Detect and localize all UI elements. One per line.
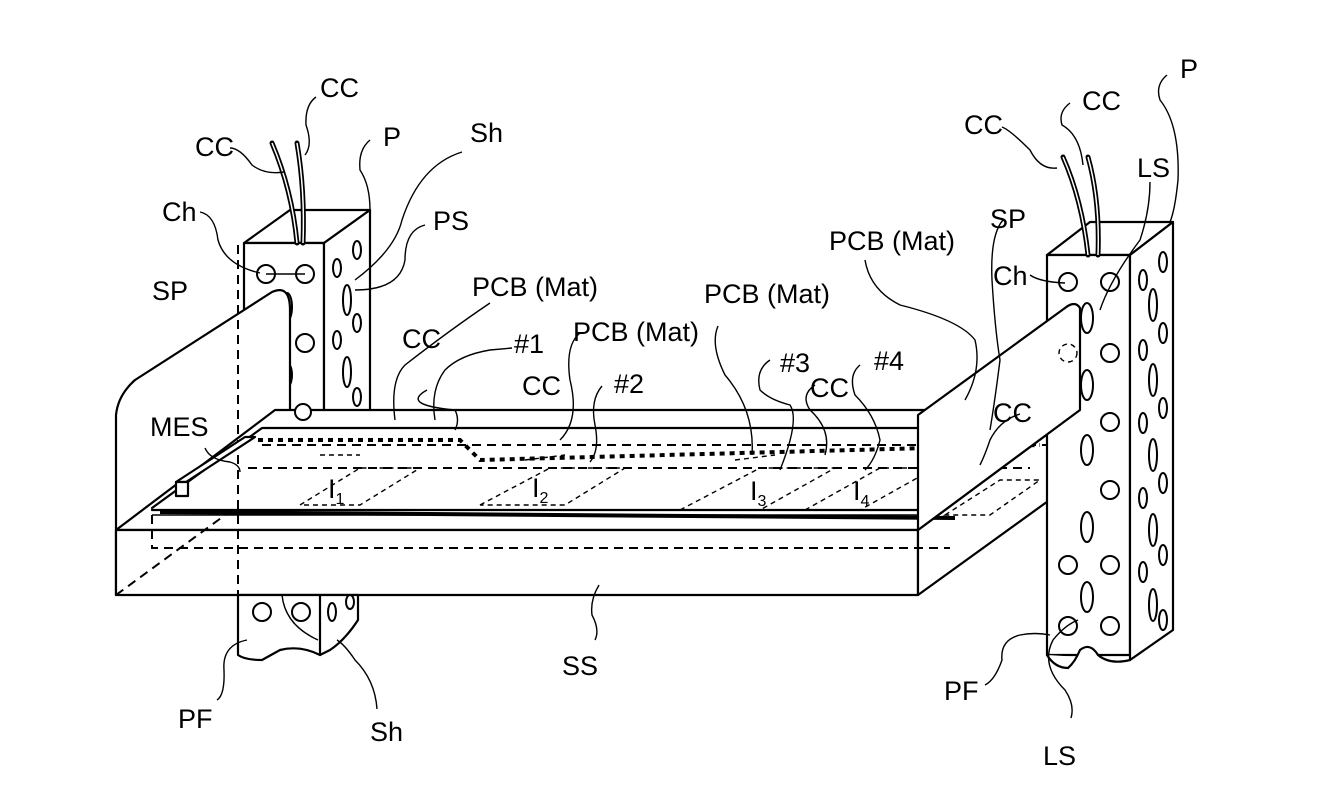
label-ch-right: Ch <box>993 261 1028 291</box>
label-num-2: #2 <box>614 369 644 399</box>
label-pf-right: PF <box>944 676 979 706</box>
label-sp-left: SP <box>152 276 188 306</box>
label-pcb-mat-4: PCB (Mat) <box>829 226 955 256</box>
label-p-left: P <box>383 122 401 152</box>
label-ls-top: LS <box>1137 153 1170 183</box>
label-ss: SS <box>562 651 598 681</box>
label-ch-left: Ch <box>162 197 197 227</box>
label-pf-left: PF <box>178 704 213 734</box>
label-ps: PS <box>433 206 469 236</box>
label-num-4: #4 <box>874 346 904 376</box>
left-post-lower <box>238 595 358 660</box>
label-cc-right-1: CC <box>964 110 1003 140</box>
label-pcb-mat-3: PCB (Mat) <box>704 279 830 309</box>
label-ls-bottom: LS <box>1043 741 1076 771</box>
label-num-1: #1 <box>514 329 544 359</box>
label-num-3: #3 <box>780 348 810 378</box>
label-cc-left-1: CC <box>320 73 359 103</box>
label-cc-mid-2: CC <box>522 371 561 401</box>
label-sh-bottom: Sh <box>370 717 403 747</box>
label-p-right: P <box>1180 54 1198 84</box>
label-cc-left-2: CC <box>195 132 234 162</box>
label-cc-right-3: CC <box>993 398 1032 428</box>
label-cc-right-2: CC <box>1082 86 1121 116</box>
label-cc-mid-3: CC <box>810 373 849 403</box>
label-pcb-mat-1: PCB (Mat) <box>472 272 598 302</box>
label-pcb-mat-2: PCB (Mat) <box>573 317 699 347</box>
label-mes: MES <box>150 412 209 442</box>
label-sh-top: Sh <box>470 118 503 148</box>
label-cc-mid-1: CC <box>402 324 441 354</box>
label-sp-right: SP <box>990 204 1026 234</box>
